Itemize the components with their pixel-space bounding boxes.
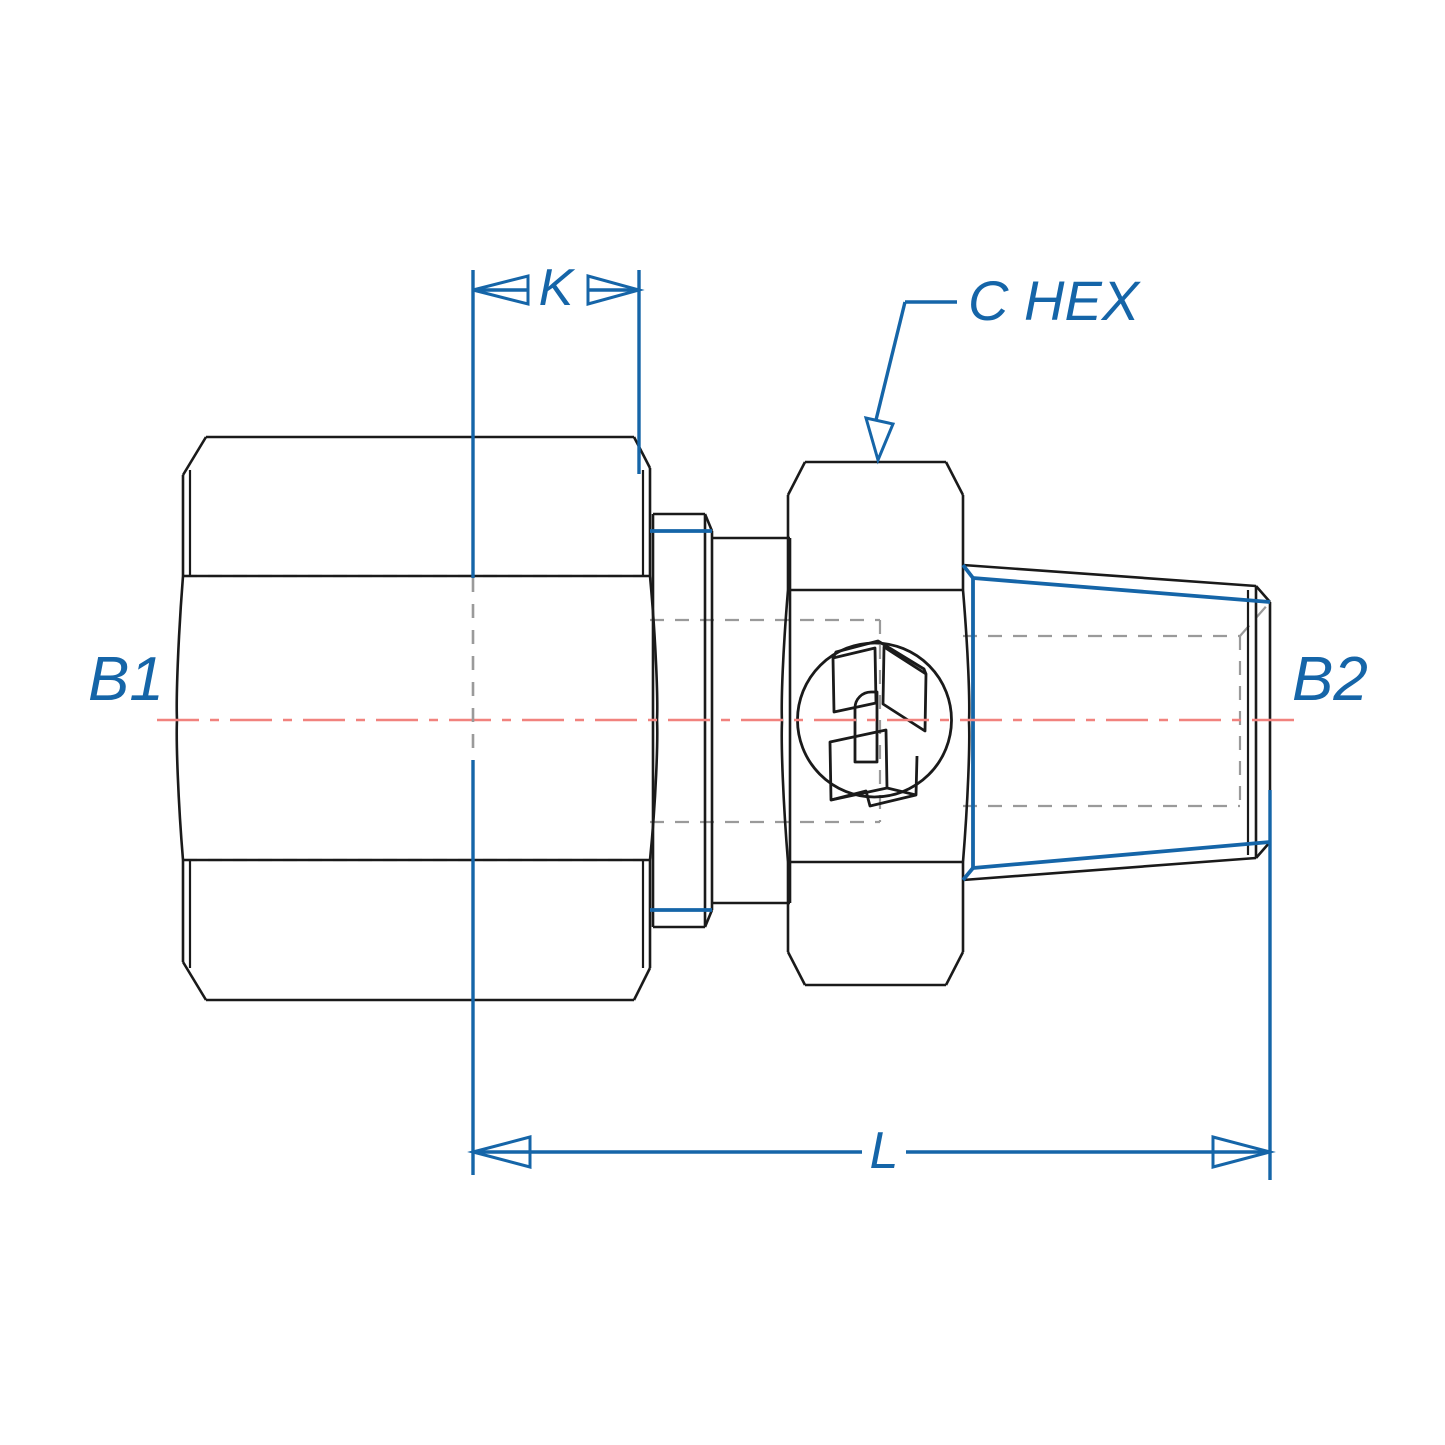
- dimension-label-l: L: [870, 1122, 899, 1180]
- callout-label-b2: B2: [1292, 645, 1368, 714]
- manufacturer-logo: [796, 639, 953, 808]
- ferrule-seat-highlight: [650, 529, 712, 912]
- dimension-l: L: [467, 790, 1276, 1180]
- callout-b1: B1: [88, 645, 164, 714]
- callout-c-hex: C HEX: [863, 269, 1142, 465]
- hidden-bore-lines: [183, 574, 1271, 862]
- sleeve-shoulder: [712, 536, 792, 905]
- dimension-label-k: K: [539, 259, 576, 317]
- callout-label-b1: B1: [88, 645, 164, 714]
- body-hex: [780, 460, 971, 987]
- dimension-k: K: [471, 259, 645, 1175]
- left-hex-nut: [175, 435, 659, 1002]
- callout-label-c-hex: C HEX: [968, 269, 1142, 332]
- callout-b2: B2: [1292, 645, 1368, 714]
- taper-root-profile-highlight: [961, 563, 1271, 882]
- pipe-thread-taper: [962, 563, 1272, 882]
